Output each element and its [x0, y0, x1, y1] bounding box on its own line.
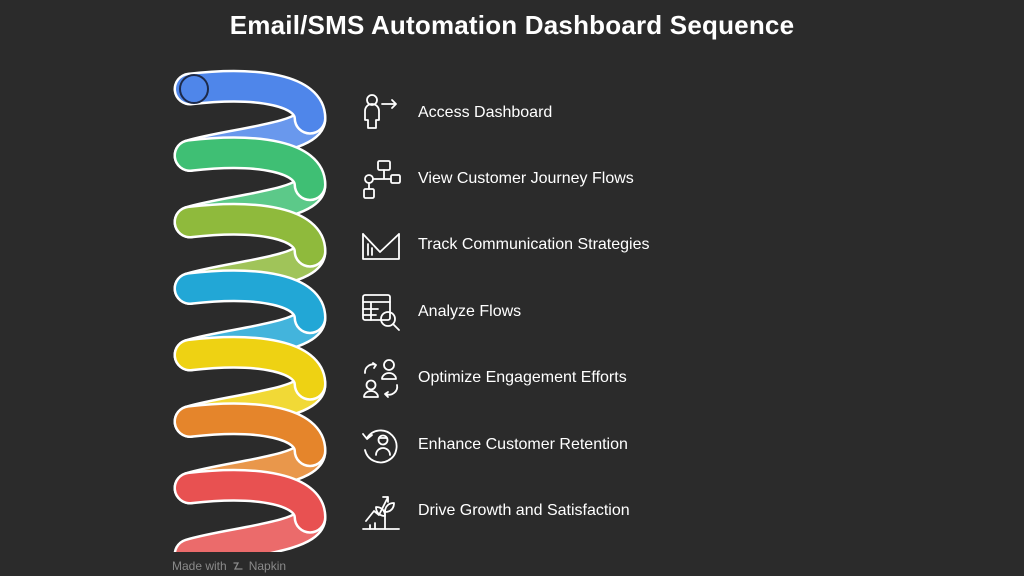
step-label: Analyze Flows	[418, 303, 522, 320]
flowchart-icon	[358, 156, 404, 202]
coil-band-front	[176, 205, 324, 266]
coil-band-front	[176, 271, 324, 332]
credit-brand: Napkin	[248, 559, 287, 573]
step-track-communication-strategies: Track Communication Strategies	[358, 222, 778, 268]
person-return-icon	[358, 422, 404, 468]
angle-chart-icon	[358, 222, 404, 268]
coil-band-front	[176, 338, 324, 399]
spiral-coil-graphic	[173, 69, 327, 552]
step-label: Access Dashboard	[418, 104, 553, 121]
step-access-dashboard: Access Dashboard	[358, 90, 778, 136]
page-title: Email/SMS Automation Dashboard Sequence	[229, 10, 795, 40]
coil-band-front	[176, 72, 324, 133]
step-optimize-engagement-efforts: Optimize Engagement Efforts	[358, 355, 778, 401]
step-view-customer-journey-flows: View Customer Journey Flows	[358, 156, 778, 202]
step-label: Optimize Engagement Efforts	[418, 369, 627, 386]
people-cycle-icon	[358, 355, 404, 401]
coil-band-front	[176, 471, 324, 532]
step-enhance-customer-retention: Enhance Customer Retention	[358, 422, 778, 468]
step-analyze-flows: Analyze Flows	[358, 289, 778, 335]
coil-end-cap	[179, 74, 209, 104]
step-label: Drive Growth and Satisfaction	[418, 502, 630, 519]
step-label: Enhance Customer Retention	[418, 436, 628, 453]
napkin-logo-icon	[233, 562, 243, 570]
step-label: View Customer Journey Flows	[418, 170, 634, 187]
step-label: Track Communication Strategies	[418, 236, 650, 253]
person-arrow-icon	[358, 90, 404, 136]
credit-prefix: Made with	[172, 559, 227, 573]
coil-band-front	[176, 404, 324, 465]
step-drive-growth-and-satisfaction: Drive Growth and Satisfaction	[358, 488, 778, 534]
made-with-napkin-credit: Made with Napkin	[172, 559, 286, 573]
plant-growth-icon	[358, 488, 404, 534]
table-magnifier-icon	[358, 289, 404, 335]
coil-band-front	[176, 138, 324, 199]
